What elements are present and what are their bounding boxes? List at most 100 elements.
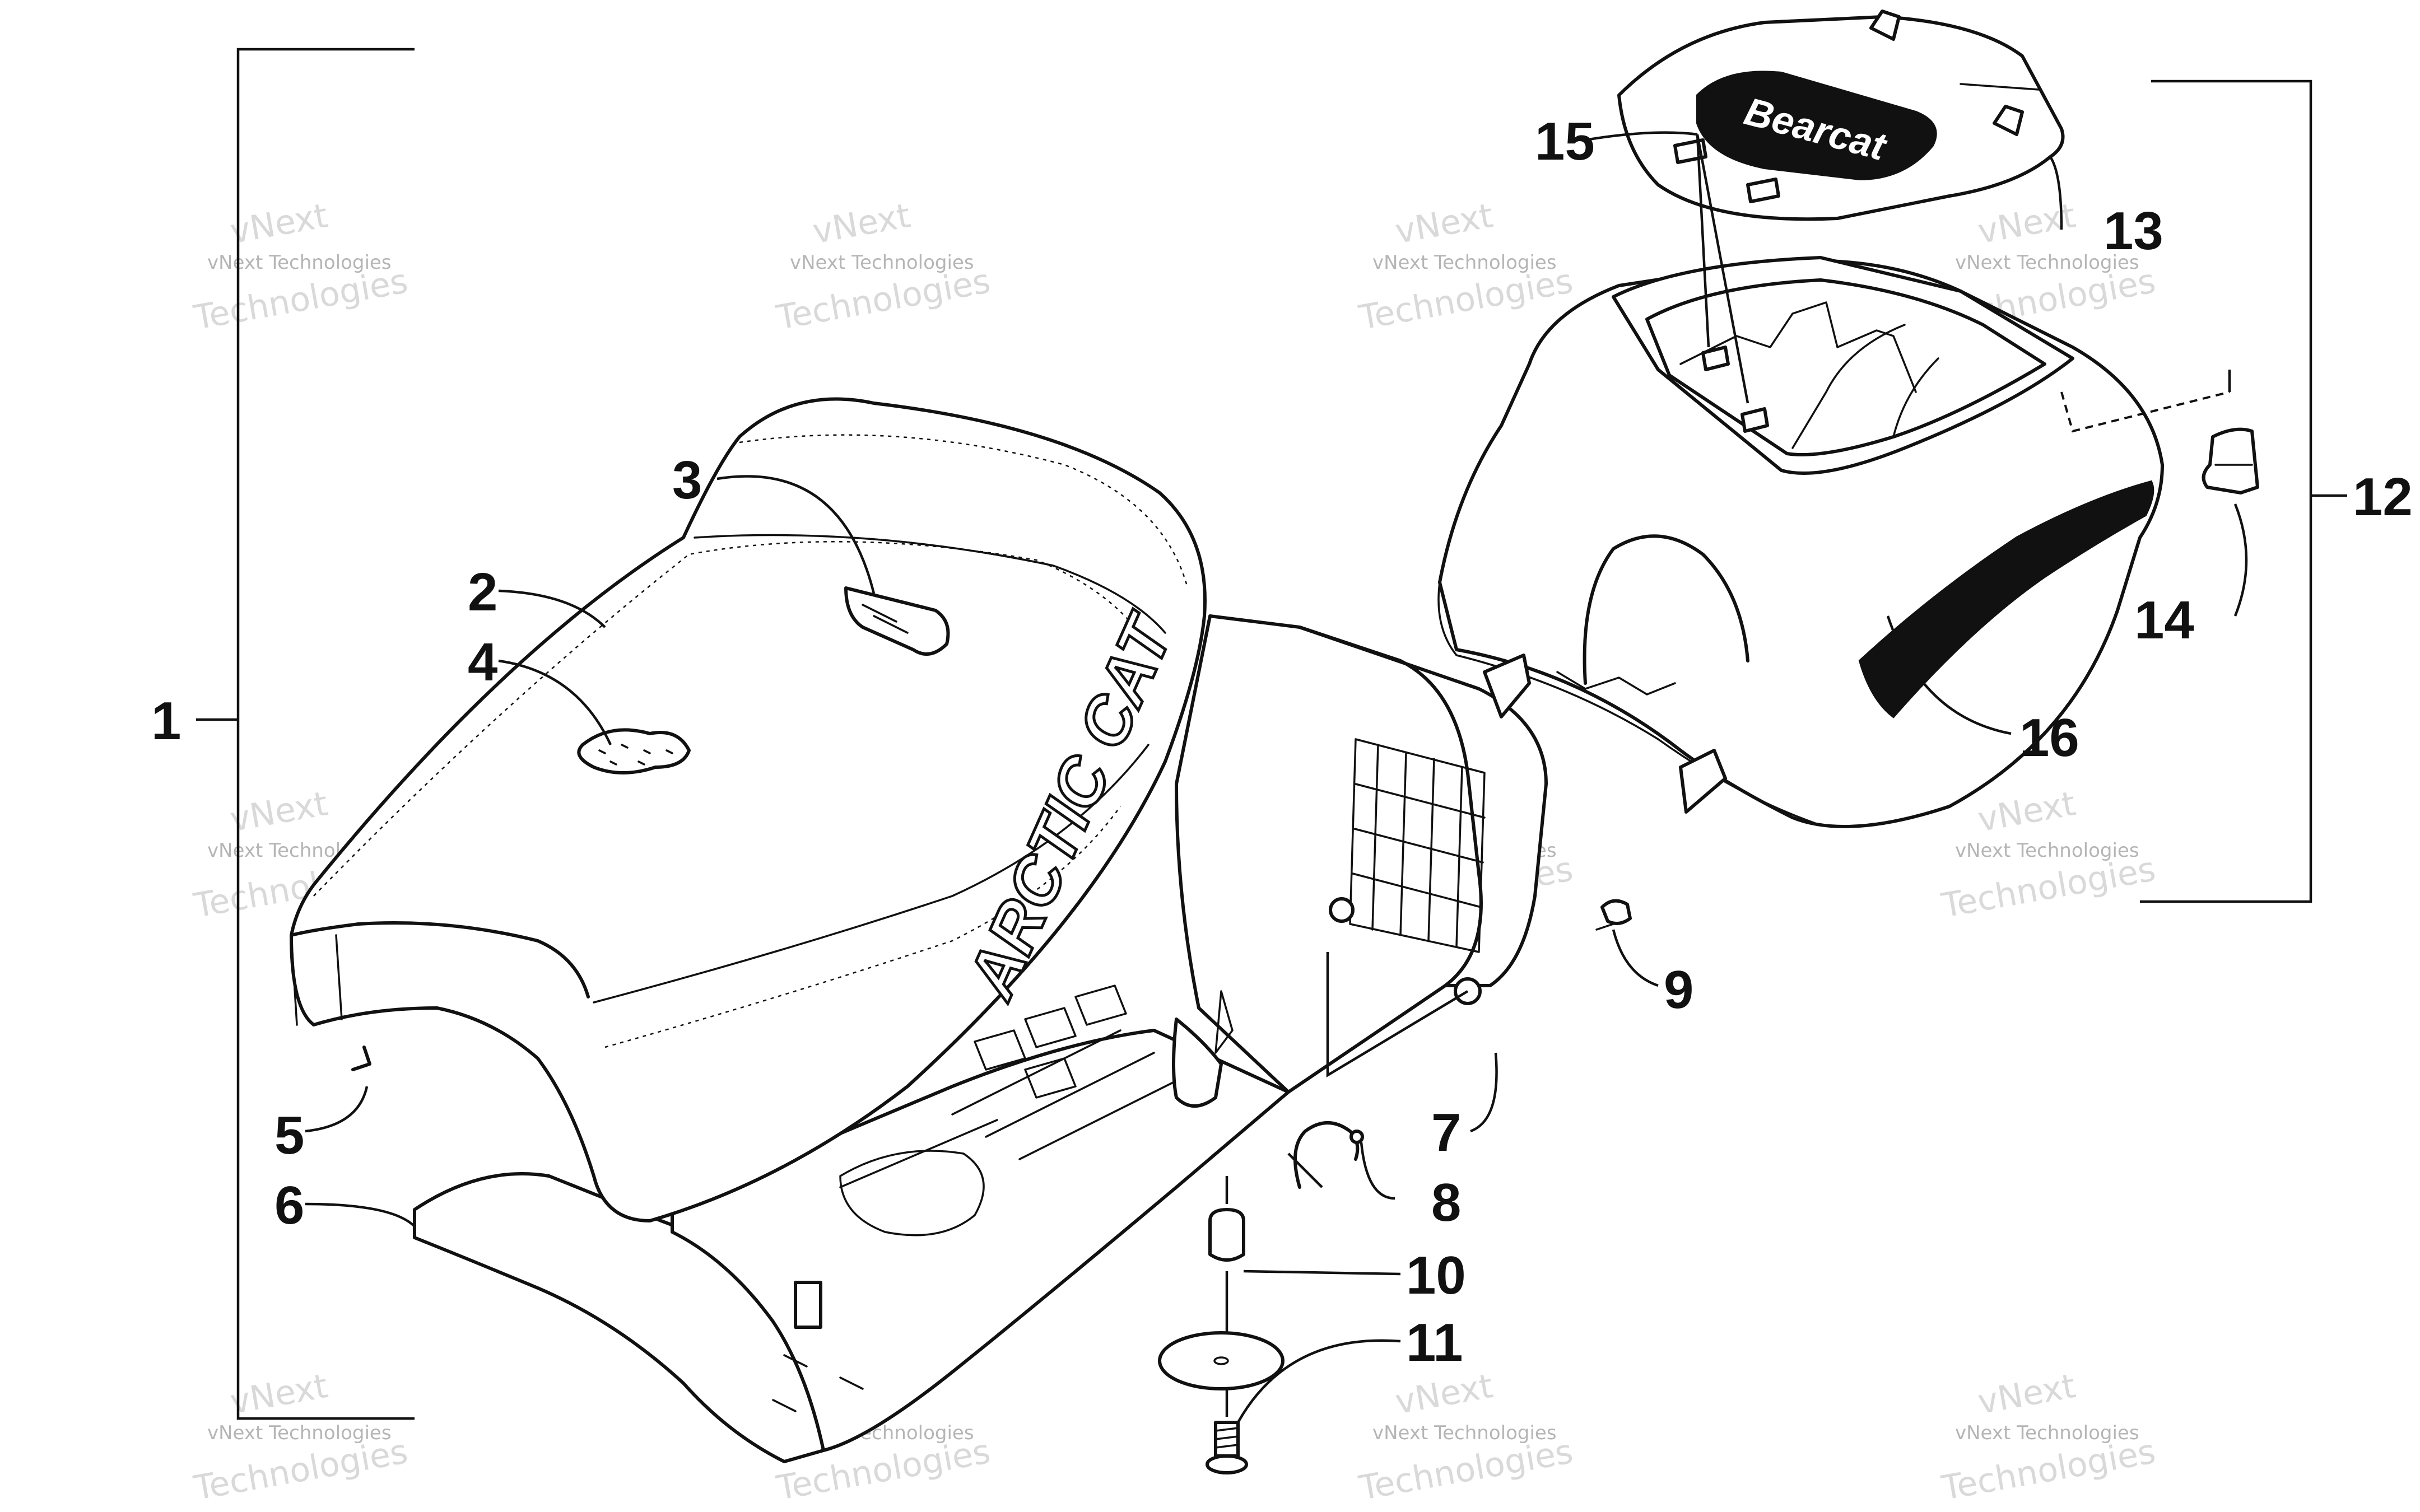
bracket-seat-assembly xyxy=(236,48,415,1420)
leader-14 xyxy=(2233,503,2248,617)
latch-part xyxy=(2202,427,2259,494)
leader-3 xyxy=(716,475,876,594)
callout-2: 2 xyxy=(468,562,497,622)
leader-15-a xyxy=(1696,134,1749,404)
watermark-text: vNext Technologies xyxy=(1955,839,2139,862)
tray-ribs xyxy=(839,1029,1189,1188)
clip-part-5 xyxy=(351,1046,371,1071)
callout-5: 5 xyxy=(274,1105,304,1165)
washer-part xyxy=(1158,1331,1285,1390)
callout-11: 11 xyxy=(1406,1313,1463,1373)
lid-decal-panel xyxy=(1696,71,1937,181)
watermark-vnext: vNext xyxy=(1393,196,1496,251)
seat-top-crease xyxy=(694,534,1166,634)
latch-body xyxy=(2202,427,2259,494)
watermark-vnext: vNext xyxy=(227,784,331,839)
washer-disc xyxy=(1158,1331,1285,1390)
leader-11 xyxy=(1237,1339,1401,1424)
seat-front-edge xyxy=(290,934,343,1026)
leader-6 xyxy=(305,1202,416,1228)
watermark-vnext: vNext xyxy=(1975,784,2079,839)
latch-clip xyxy=(1214,990,1234,1054)
seat-patch xyxy=(577,728,691,774)
watermark-text: vNext Technologies xyxy=(207,1422,392,1444)
watermark-vnext: vNext xyxy=(1975,196,2079,251)
storage-lid: Bearcat xyxy=(1617,10,2065,221)
bolt-head xyxy=(1206,1454,1248,1474)
callout-12: 12 xyxy=(2353,467,2413,527)
callout-1: 1 xyxy=(151,691,181,751)
leader-5 xyxy=(305,1086,369,1133)
leader-4 xyxy=(498,659,612,745)
watermark-vnext: vNext xyxy=(810,196,914,251)
callout-13: 13 xyxy=(2103,201,2163,261)
tray-marks xyxy=(772,1354,864,1412)
seat-cover xyxy=(290,397,1207,1222)
leader-7-a xyxy=(1326,952,1469,1077)
leader-8-a xyxy=(1287,1152,1323,1188)
box-decal-stripe xyxy=(1858,480,2154,718)
tray-floor xyxy=(671,1029,1290,1452)
side-panel-seam xyxy=(593,744,1150,1004)
lid-knob-right xyxy=(1993,105,2024,136)
bolt-thread xyxy=(1214,1427,1239,1449)
watermark-vnext: vNext xyxy=(227,1366,331,1422)
box-wheel-arch xyxy=(1583,534,1749,685)
top-stitching xyxy=(313,541,1155,897)
side-stitching xyxy=(604,806,1121,1048)
cable-part-8 xyxy=(1293,1121,1364,1189)
watermark-text: vNext Technologies xyxy=(1372,251,1557,274)
screw-part-9 xyxy=(1595,899,1632,931)
bracket-storage-assembly xyxy=(2140,80,2312,903)
watermark-text: vNext Technologies xyxy=(1955,251,2139,274)
box-hinge-left xyxy=(1701,346,1730,371)
watermark-text: vNext Technologies xyxy=(1955,1422,2139,1444)
washer-hole xyxy=(1213,1356,1229,1365)
box-foot-left xyxy=(1483,654,1531,718)
watermark-vnext: vNext xyxy=(1393,1366,1496,1422)
tray-grid-panel xyxy=(1349,738,1486,953)
tray-grid-vertical xyxy=(1371,744,1463,948)
back-stitching xyxy=(739,434,1189,589)
callout-9: 9 xyxy=(1664,960,1693,1020)
callout-4: 4 xyxy=(468,632,497,692)
bumper-part-10 xyxy=(1208,1176,1245,1333)
watermark-text: vNext Technologies xyxy=(1372,1422,1557,1444)
cable-end xyxy=(1349,1130,1364,1144)
tray-slots xyxy=(974,984,1127,1099)
callout-3: 3 xyxy=(672,450,702,510)
watermark-vnext: vNext xyxy=(1975,1366,2079,1422)
cable-loop xyxy=(1293,1121,1360,1189)
box-opening-rim xyxy=(1645,278,2046,456)
watermark-text: vNext Technologies xyxy=(790,251,974,274)
box-latch-guide xyxy=(2060,391,2230,433)
box-hinge-teeth xyxy=(1556,671,1676,696)
callout-6: 6 xyxy=(274,1175,304,1235)
latch-boss xyxy=(1172,1018,1223,1108)
callout-14: 14 xyxy=(2134,590,2194,650)
leader-13 xyxy=(2049,156,2063,230)
callout-15: 15 xyxy=(1535,111,1595,171)
storage-box xyxy=(1437,256,2231,828)
callout-10: 10 xyxy=(1406,1245,1466,1305)
tray-pocket xyxy=(839,1150,985,1236)
tray-side-flange xyxy=(1298,626,1548,987)
bolt-part-11 xyxy=(1206,1389,1248,1474)
leader-15 xyxy=(1585,131,1698,142)
box-foot-right xyxy=(1679,749,1727,814)
screw-head xyxy=(1600,899,1632,925)
leader-7 xyxy=(1470,1052,1498,1133)
leader-2 xyxy=(498,589,606,628)
leader-16 xyxy=(1886,615,2012,735)
patch-texture xyxy=(598,744,673,766)
seat-base xyxy=(413,614,1548,1463)
callout-16: 16 xyxy=(2019,708,2079,768)
callout-7: 7 xyxy=(1431,1103,1461,1163)
box-lower-edge xyxy=(1437,581,1816,824)
leader-8 xyxy=(1360,1142,1395,1200)
callout-8: 8 xyxy=(1431,1173,1461,1233)
box-inner-ribs xyxy=(1679,301,1917,393)
watermark-vnext: vNext xyxy=(227,196,331,251)
front-panel-edge xyxy=(290,921,590,998)
